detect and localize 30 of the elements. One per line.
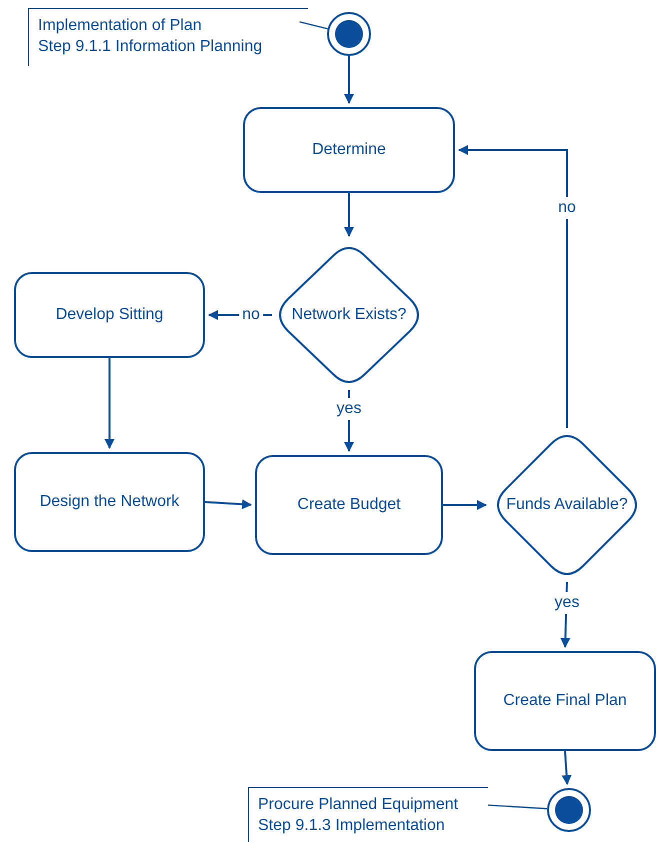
arrow	[458, 145, 568, 428]
decision-text: Funds Available?	[506, 495, 628, 515]
arrow	[208, 310, 272, 320]
leader-line	[488, 804, 548, 810]
bullseye-circle	[547, 788, 591, 832]
annotation-bracket	[28, 8, 308, 66]
arrow	[443, 500, 487, 510]
arrow	[204, 499, 252, 510]
process-box	[243, 107, 455, 193]
process-box	[14, 272, 205, 358]
arrow	[344, 193, 354, 237]
bullseye-circle	[327, 12, 371, 56]
decision-text: Network Exists?	[292, 305, 406, 325]
box-text: Design the Network	[40, 492, 180, 512]
annotation-bracket	[248, 787, 488, 842]
process-box	[474, 651, 656, 751]
box-text: Develop Sitting	[56, 305, 164, 325]
process-box	[14, 452, 205, 552]
note-text: Procure Planned Equipment	[258, 795, 458, 815]
box-text: Create Final Plan	[503, 691, 627, 711]
box-text: Create Budget	[297, 495, 401, 515]
note-text: Step 9.1.1 Information Planning	[38, 37, 262, 57]
note-text: Implementation of Plan	[38, 16, 202, 36]
process-box	[255, 455, 443, 555]
box-text: Determine	[312, 140, 386, 160]
arrow	[104, 358, 114, 449]
leader-line	[299, 21, 328, 30]
arrow	[562, 750, 572, 786]
arrow	[344, 56, 354, 104]
note-text: Step 9.1.3 Implementation	[258, 816, 445, 836]
